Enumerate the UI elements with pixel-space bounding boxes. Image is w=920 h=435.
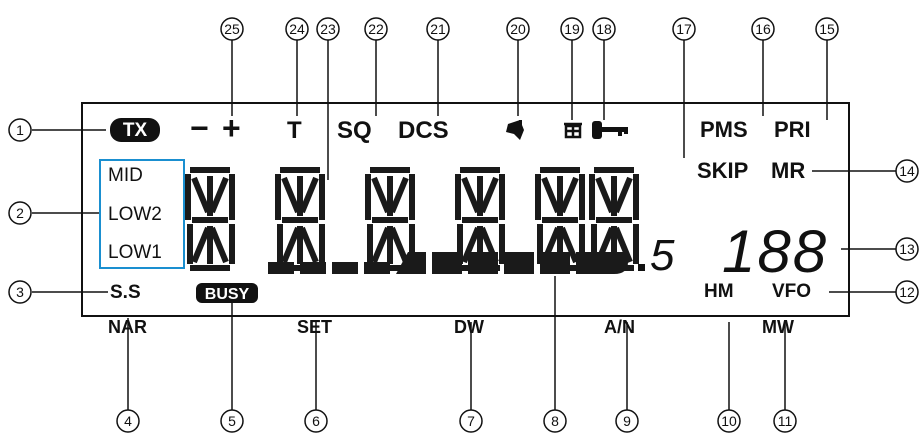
callout-12: 12 [899, 284, 915, 300]
callout-11: 11 [778, 413, 793, 429]
nar-indicator: NAR [108, 317, 147, 337]
callout-9: 9 [623, 413, 631, 429]
callout-24: 24 [289, 21, 305, 37]
an-indicator: A/N [604, 317, 635, 337]
digit-4 [455, 167, 505, 271]
callout-21: 21 [430, 21, 446, 37]
callout-20: 20 [510, 21, 526, 37]
callout-10: 10 [721, 413, 737, 429]
callout-3: 3 [16, 284, 24, 300]
mr-indicator: MR [771, 158, 806, 183]
power-level-bracket [99, 159, 185, 269]
set-indicator: SET [297, 317, 333, 337]
hm-indicator: HM [704, 281, 734, 302]
digit-1 [185, 167, 235, 271]
callout-2: 2 [16, 205, 24, 221]
digit-6 [589, 167, 639, 271]
ss-indicator: S.S [110, 282, 141, 303]
callout-circles [8, 17, 919, 433]
leader-lines [32, 40, 898, 410]
phone-icon [564, 122, 582, 139]
callout-13: 13 [899, 241, 915, 257]
callout-17: 17 [676, 21, 692, 37]
bell-icon [506, 120, 524, 140]
minus-indicator: − [190, 110, 209, 146]
busy-badge-label: BUSY [205, 286, 250, 303]
s-meter-bar [432, 252, 462, 274]
digit-5 [535, 167, 585, 271]
key-icon [592, 121, 628, 139]
s-meter-bar [300, 262, 326, 274]
small-digit-five: 5 [650, 231, 675, 280]
callout-14: 14 [899, 163, 915, 179]
callout-22: 22 [368, 21, 384, 37]
callout-numbers: 1 2 3 4 5 6 7 8 9 10 11 12 13 14 15 16 1… [16, 21, 915, 429]
power-low2-label: LOW2 [108, 204, 162, 225]
callout-15: 15 [819, 21, 835, 37]
pms-indicator: PMS [700, 117, 748, 142]
s-meter-bar [504, 252, 534, 274]
s-meter-bar [332, 262, 358, 274]
tx-badge-label: TX [123, 120, 148, 141]
callout-1: 1 [16, 122, 24, 138]
dcs-indicator: DCS [398, 117, 449, 144]
callout-23: 23 [320, 21, 336, 37]
s-meter-bar [268, 262, 294, 274]
vfo-indicator: VFO [772, 281, 812, 302]
callout-7: 7 [467, 413, 475, 429]
callout-18: 18 [596, 21, 612, 37]
s-meter [268, 252, 628, 274]
callout-5: 5 [228, 413, 236, 429]
callout-4: 4 [124, 413, 132, 429]
dw-indicator: DW [454, 317, 484, 337]
plus-indicator: + [222, 110, 241, 146]
mw-indicator: MW [762, 317, 794, 337]
digit-2 [275, 167, 325, 271]
power-mid-label: MID [108, 165, 143, 186]
channel-number: 188 [722, 218, 829, 285]
callout-19: 19 [564, 21, 580, 37]
s-meter-bar [396, 252, 426, 274]
tone-indicator: T [287, 117, 302, 144]
callout-8: 8 [551, 413, 559, 429]
main-frequency-digits [185, 167, 639, 271]
s-meter-bar [468, 252, 498, 274]
callout-25: 25 [224, 21, 240, 37]
lcd-frame [81, 102, 850, 317]
decimal-point-2 [638, 264, 645, 271]
s-meter-bar [364, 262, 390, 274]
power-low1-label: LOW1 [108, 242, 162, 263]
sq-indicator: SQ [337, 117, 372, 144]
digit-3 [365, 167, 415, 271]
s-meter-bar [576, 252, 628, 274]
skip-indicator: SKIP [697, 158, 749, 183]
pri-indicator: PRI [774, 117, 811, 142]
s-meter-bar [540, 252, 570, 274]
callout-16: 16 [755, 21, 771, 37]
callout-6: 6 [312, 413, 320, 429]
tx-badge-bg [110, 118, 160, 142]
busy-badge-bg [196, 283, 258, 303]
